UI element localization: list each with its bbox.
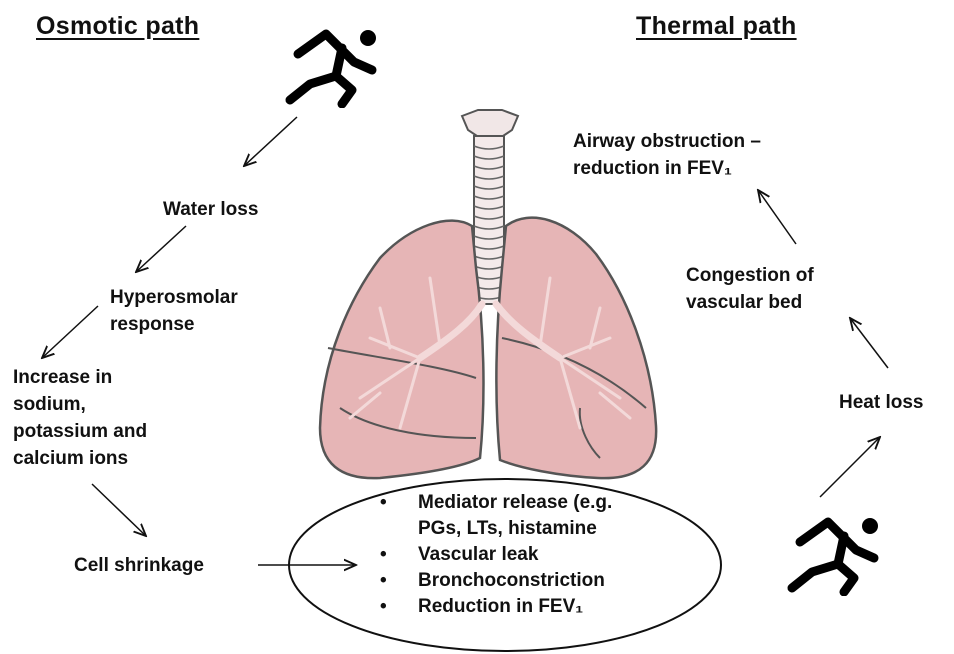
cell-shrinkage-label: Cell shrinkage xyxy=(74,552,204,579)
arrow-runner-to-water-loss xyxy=(244,117,297,166)
arrow-runner-to-heat-loss xyxy=(820,437,880,497)
mediator-item: • Mediator release (e.g. PGs, LTs, hista… xyxy=(376,490,612,542)
arrow-heat-to-congestion xyxy=(850,318,888,368)
bullet-icon: • xyxy=(380,594,387,620)
mediator-item: • Bronchoconstriction xyxy=(376,568,612,594)
congestion-label: Congestion of vascular bed xyxy=(686,262,814,316)
mediator-item: • Vascular leak xyxy=(376,542,612,568)
bullet-icon: • xyxy=(380,568,387,594)
bullet-icon: • xyxy=(380,542,387,568)
heat-loss-label: Heat loss xyxy=(839,389,923,416)
water-loss-label: Water loss xyxy=(163,196,258,223)
arrow-ions-to-shrinkage xyxy=(92,484,146,536)
hyperosmolar-response-label: Hyperosmolar response xyxy=(110,284,238,338)
bullet-icon: • xyxy=(380,490,387,516)
arrow-hyperosmolar-to-ions xyxy=(42,306,98,358)
airway-obstruction-label: Airway obstruction – reduction in FEV₁ xyxy=(573,128,761,182)
ion-increase-label: Increase in sodium, potassium and calciu… xyxy=(13,364,147,472)
mediator-list: • Mediator release (e.g. PGs, LTs, hista… xyxy=(376,490,612,620)
arrow-water-to-hyperosmolar xyxy=(136,226,186,272)
arrow-congestion-to-airway xyxy=(758,190,796,244)
mediator-item: • Reduction in FEV₁ xyxy=(376,594,612,620)
